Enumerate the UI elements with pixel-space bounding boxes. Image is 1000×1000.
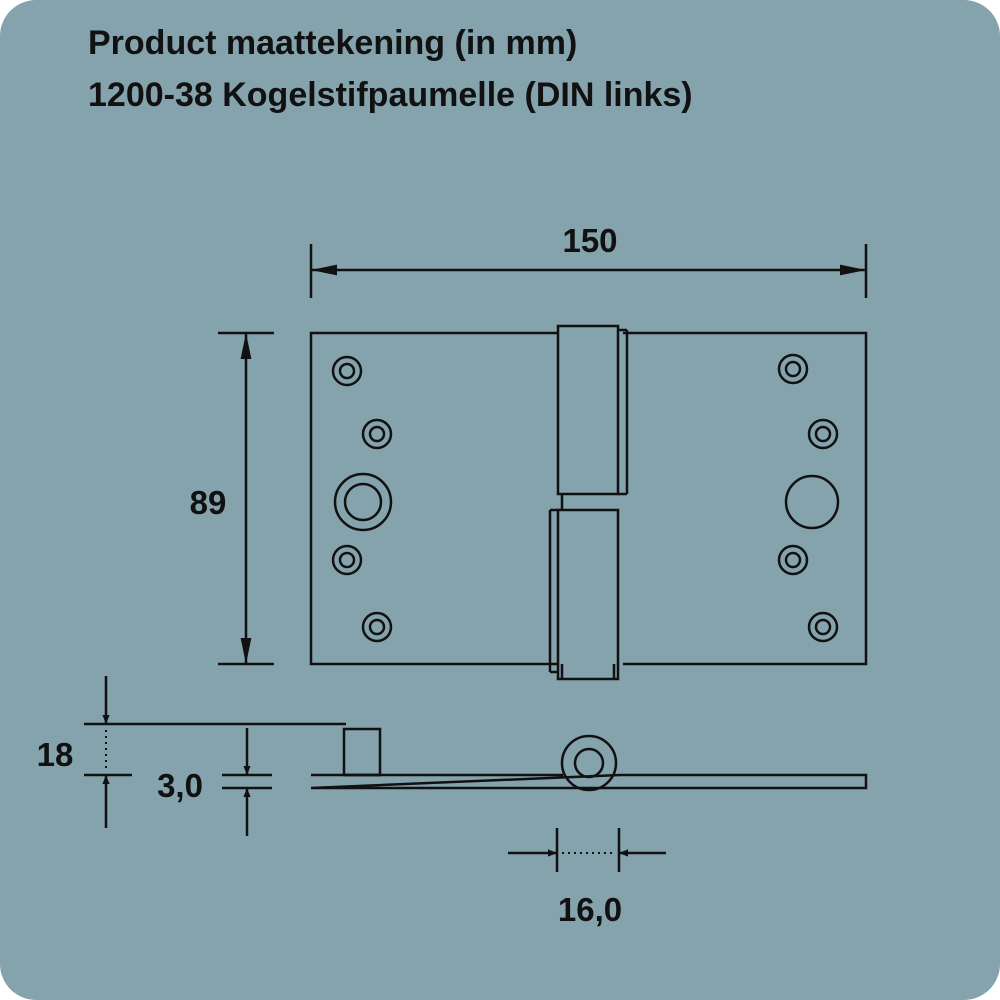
knuckle-outer — [560, 734, 618, 792]
height-label: 89 — [190, 484, 227, 521]
hinge-front-view — [309, 324, 868, 681]
knuckle-inner — [573, 747, 605, 779]
thickness-label: 3,0 — [157, 767, 203, 804]
knuckle-diameter-dimension — [508, 828, 666, 872]
upper-knuckle — [556, 324, 620, 496]
left-leaf-screw-holes — [331, 355, 393, 643]
product-subtitle: 1200-38 Kogelstifpaumelle (DIN links) — [88, 76, 693, 114]
left-leaf — [309, 331, 558, 666]
height-dimension — [218, 331, 274, 666]
large-hole-countersunk — [333, 472, 393, 532]
lower-knuckle — [556, 508, 620, 681]
width-label: 150 — [562, 222, 617, 259]
drawing-title: Product maattekening (in mm) — [88, 24, 578, 62]
pin-height-label: 18 — [37, 736, 74, 773]
large-hole-plain — [784, 474, 840, 530]
ball-pin — [342, 727, 382, 777]
width-dimension — [309, 244, 868, 298]
thickness-dimension — [222, 728, 272, 836]
right-leaf — [623, 331, 868, 666]
right-leaf-screw-holes — [777, 353, 840, 643]
knuckle-diameter-label: 16,0 — [558, 891, 622, 928]
pin-height-dimension — [84, 676, 346, 828]
hinge-side-view — [310, 727, 868, 792]
